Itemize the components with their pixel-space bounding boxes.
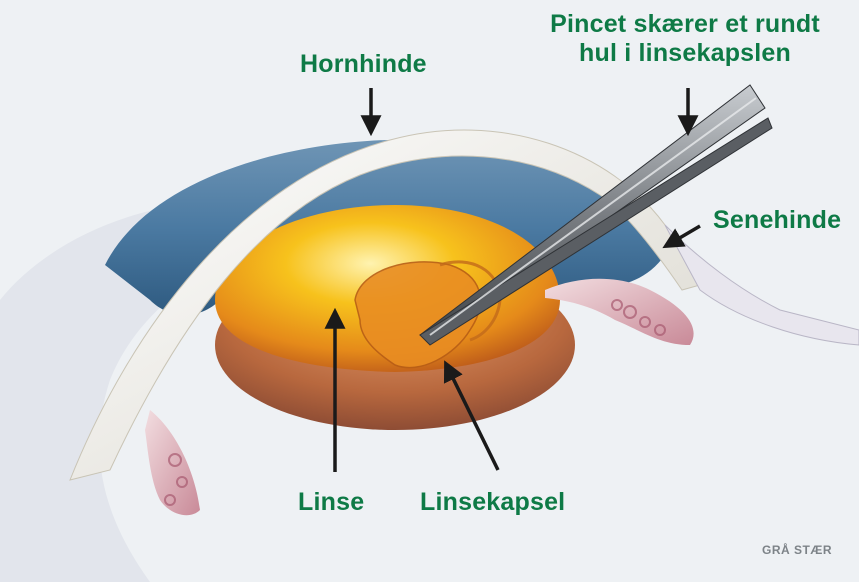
- label-linse: Linse: [298, 488, 364, 517]
- label-pincet: Pincet skærer et rundt hul i linsekapsle…: [535, 10, 835, 68]
- label-pincet-line2: hul i linsekapslen: [535, 39, 835, 68]
- label-pincet-line1: Pincet skærer et rundt: [535, 10, 835, 39]
- label-linsekapsel: Linsekapsel: [420, 488, 565, 517]
- tissue-left: [145, 410, 200, 515]
- label-senehinde: Senehinde: [713, 206, 841, 235]
- credit-text: GRÅ STÆR: [762, 543, 832, 557]
- label-hornhinde: Hornhinde: [300, 50, 427, 79]
